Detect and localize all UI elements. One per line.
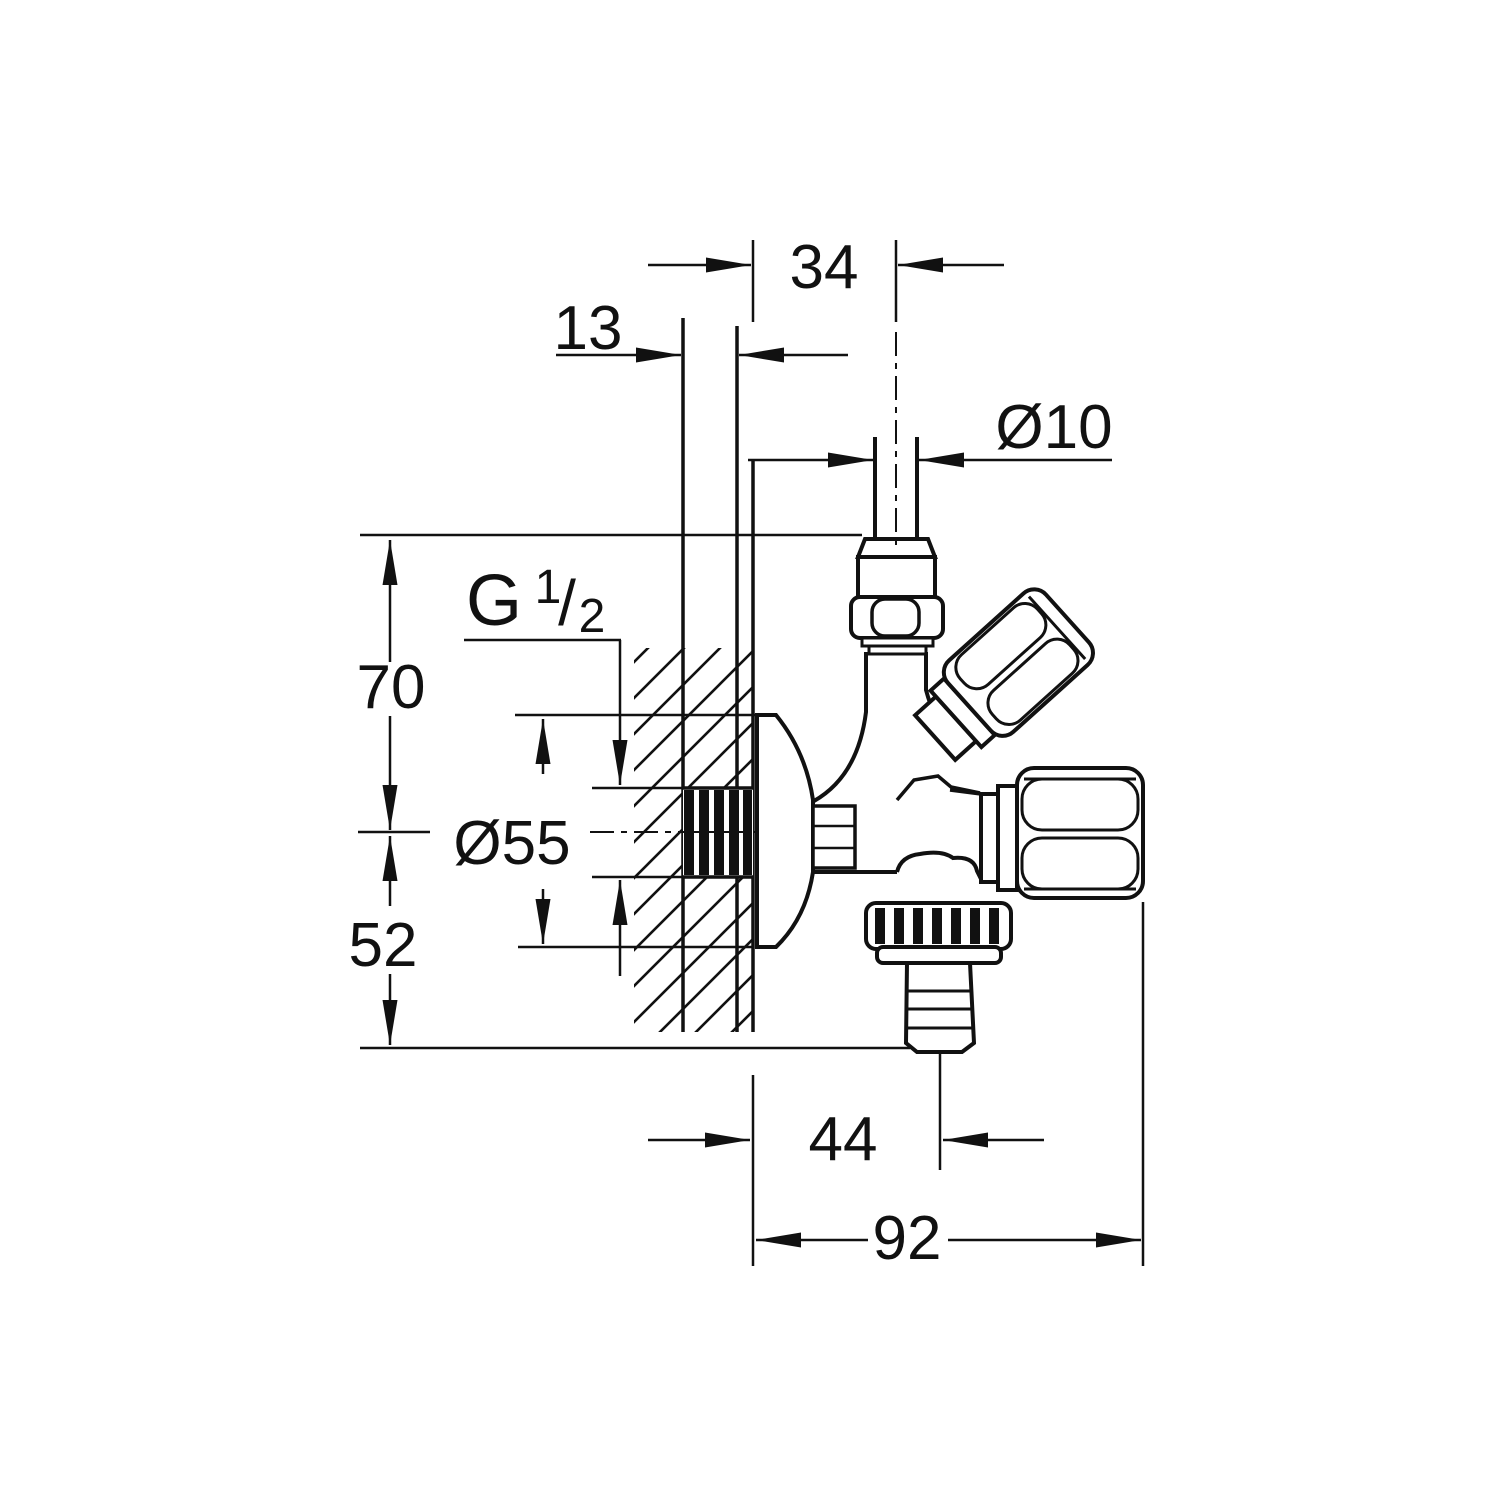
- handwheel-ribs: [875, 908, 999, 944]
- thread-slash: /: [558, 567, 576, 639]
- dimension-annotations: 34 13 Ø10 70 Ø55 52 44 92 G 1 / 2: [349, 233, 1145, 1273]
- angle-valve: [590, 332, 1145, 1054]
- extension-lines: [358, 240, 1145, 1266]
- escutcheon-bell: [755, 713, 815, 949]
- dim-92-label: 92: [873, 1204, 942, 1273]
- dim-34-label: 34: [790, 233, 859, 302]
- thread-g-label: G: [466, 561, 522, 641]
- top-union-fitting: [849, 437, 945, 656]
- right-outlet-compression-nut: [949, 766, 1145, 900]
- dim-70-label: 70: [357, 653, 426, 722]
- dimension-labels: 34 13 Ø10 70 Ø55 52 44 92 G 1 / 2: [349, 233, 1113, 1273]
- bottom-outlet: [864, 901, 1013, 1054]
- dim-44-label: 44: [809, 1105, 878, 1174]
- dim-13-label: 13: [554, 294, 623, 363]
- dim-diameter-10-label: Ø10: [995, 393, 1112, 462]
- dim-52-label: 52: [349, 911, 418, 980]
- thread-numerator: 1: [535, 561, 562, 614]
- wall-section: [634, 318, 755, 1032]
- valve-neck: [811, 804, 857, 870]
- handwheel-base: [875, 945, 1003, 965]
- branch-45-compression-nut: [912, 587, 1095, 763]
- thread-size-label: G 1 / 2: [466, 561, 605, 643]
- valve-body: [813, 652, 983, 880]
- dim-diameter-55-label: Ø55: [453, 809, 570, 878]
- dimension-lines: [382, 257, 1141, 1248]
- thread-denominator: 2: [579, 590, 606, 643]
